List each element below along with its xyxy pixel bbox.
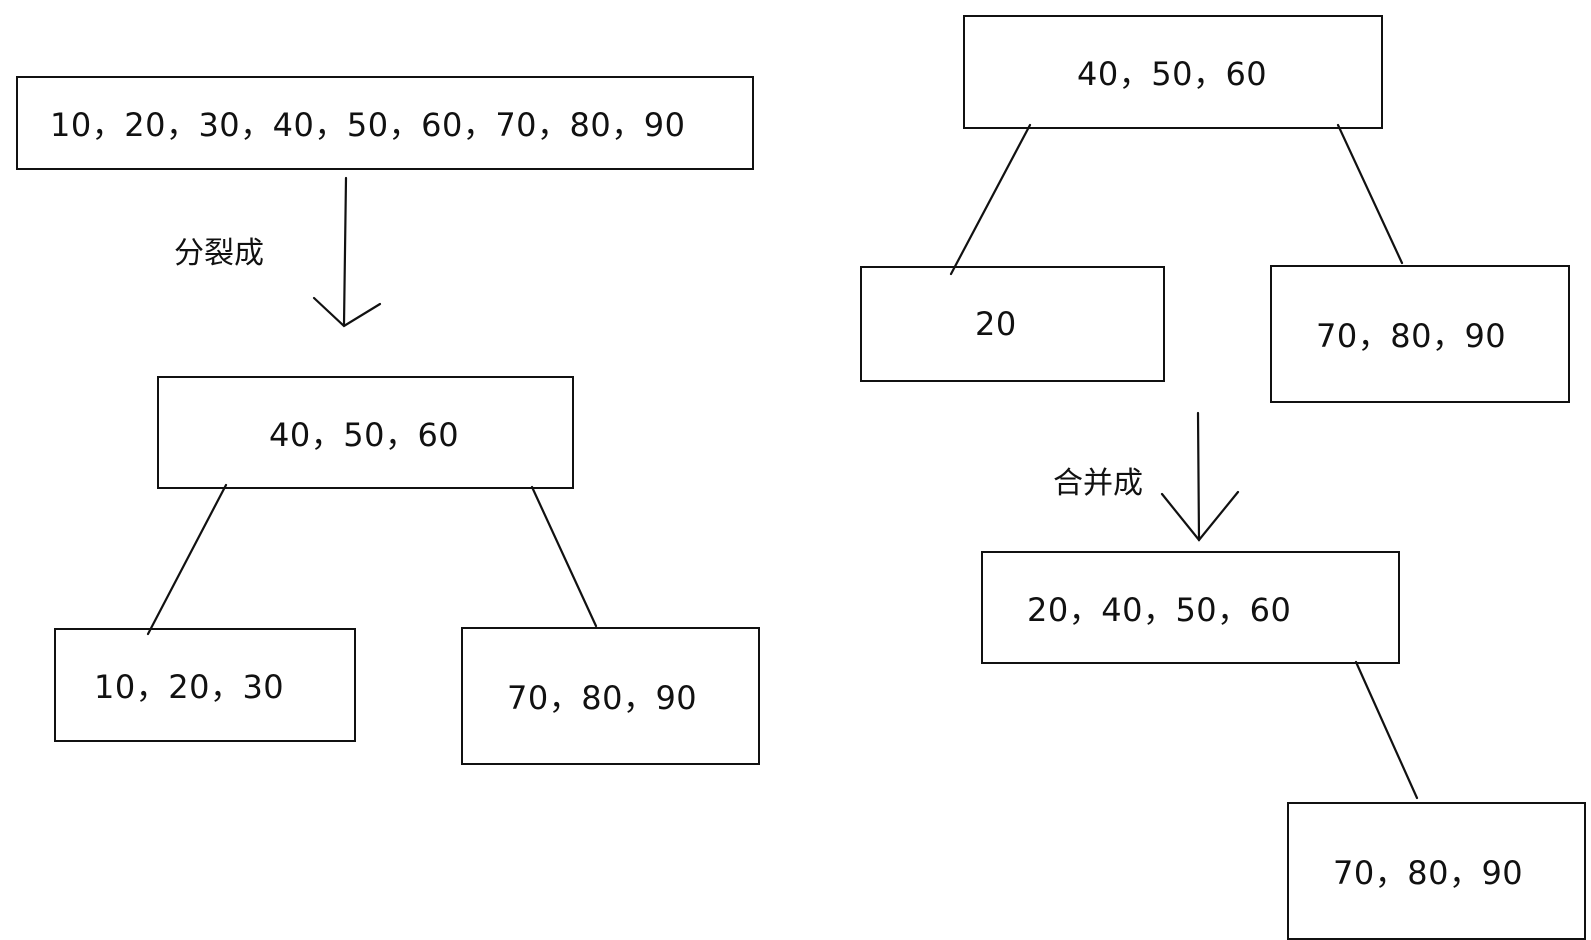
split-left-child-label: 10，20，30 — [94, 668, 285, 706]
split-root-node: 40，50，60 — [157, 376, 574, 489]
edge-top-root-to-right — [1336, 123, 1404, 265]
split-right-child-node: 70，80，90 — [461, 627, 760, 765]
merge-arrow-shaft — [1196, 411, 1201, 542]
edge-root-to-left-child — [146, 483, 228, 636]
before-merge-right-child-label: 70，80，90 — [1316, 317, 1507, 355]
before-merge-left-child-node: 20 — [860, 266, 1165, 382]
merged-root-label: 20，40，50，60 — [1027, 590, 1292, 629]
before-merge-right-child-node: 70，80，90 — [1270, 265, 1570, 403]
merged-right-child-label: 70，80，90 — [1333, 854, 1524, 892]
edge-merged-root-to-right — [1354, 660, 1419, 800]
split-right-child-label: 70，80，90 — [507, 679, 698, 717]
before-merge-root-node: 40，50，60 — [963, 15, 1383, 129]
merged-root-node: 20，40，50，60 — [981, 551, 1400, 664]
before-merge-left-child-label: 20 — [975, 305, 1017, 343]
split-root-label: 40，50，60 — [269, 415, 460, 454]
before-merge-root-label: 40，50，60 — [1077, 55, 1268, 93]
source-node-label: 10，20，30，40，50，60，70，80，90 — [50, 106, 686, 144]
merge-arrow-head — [1160, 490, 1240, 542]
merge-label: 合并成 — [1053, 466, 1143, 501]
split-arrow-head — [312, 296, 382, 328]
split-left-child-node: 10，20，30 — [54, 628, 356, 742]
edge-top-root-to-20 — [949, 123, 1032, 276]
edge-root-to-right-child — [530, 485, 598, 628]
split-label: 分裂成 — [174, 236, 264, 271]
merged-right-child-node: 70，80，90 — [1287, 802, 1586, 940]
split-arrow-shaft — [342, 176, 348, 326]
source-node: 10，20，30，40，50，60，70，80，90 — [16, 76, 754, 170]
